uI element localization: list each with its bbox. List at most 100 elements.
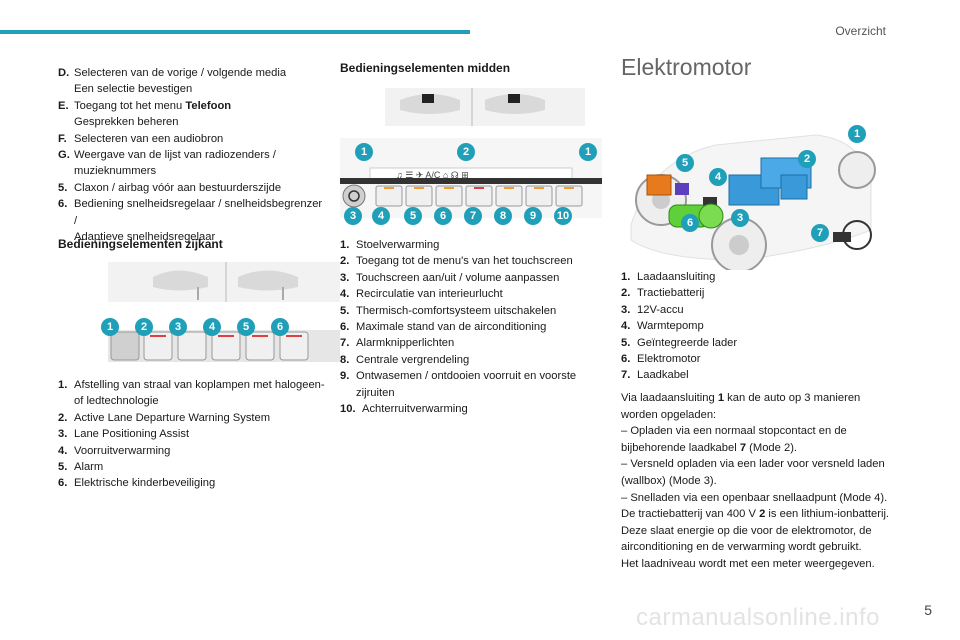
callout-badge: 10 xyxy=(554,207,572,225)
item-text: Lane Positioning Assist xyxy=(74,428,190,441)
callout-badge: 4 xyxy=(372,207,390,225)
callout-badge: 4 xyxy=(709,168,727,186)
callout-badge: 2 xyxy=(135,318,153,336)
center-control-item: 2. Toegang tot de menu's van het touchscr… xyxy=(340,253,602,269)
steering-control-item: D.Selecteren van de vorige / volgende me… xyxy=(58,65,326,98)
item-key: 3. xyxy=(58,428,68,441)
item-text: Thermisch-comfortsysteem uitschakelen xyxy=(356,304,557,317)
item-key: 10. xyxy=(340,403,356,416)
item-key: 5. xyxy=(621,336,631,349)
item-text: Claxon / airbag vóór aan bestuurderszijd… xyxy=(74,181,282,194)
item-key: 2. xyxy=(58,411,68,424)
item-text: Afstelling van straal van koplampen met … xyxy=(74,379,325,408)
motor-paragraph: – Versneld opladen via een lader voor ve… xyxy=(621,458,885,487)
item-key: 1. xyxy=(621,271,631,283)
item-key: 7. xyxy=(621,369,631,382)
item-key: 4. xyxy=(621,320,631,333)
callout-badge: 5 xyxy=(404,207,422,225)
center-control-item: 3.Touchscreen aan/uit / volume aanpassen xyxy=(340,270,602,286)
item-text: Stoelverwarming xyxy=(356,239,440,251)
center-control-item: 6.Maximale stand van de airconditioning xyxy=(340,319,602,335)
item-text: Selecteren van een audiobron xyxy=(74,132,224,145)
side-controls-list: 1. Afstelling van straal van koplampen me… xyxy=(58,377,326,492)
charging-cable xyxy=(833,220,872,250)
side-control-item: 3. Lane Positioning Assist xyxy=(58,426,326,442)
center-control-item: 5. Thermisch-comfortsysteem uitschakelen xyxy=(340,303,602,319)
callout-badge: 2 xyxy=(457,143,475,161)
center-control-item: 8.Centrale vergrendeling xyxy=(340,352,602,368)
center-control-item: 1. Stoelverwarming xyxy=(340,237,602,253)
item-key: 5. xyxy=(58,181,68,194)
switch-panel xyxy=(108,330,340,362)
item-text: Laadkabel xyxy=(637,369,689,382)
callout-badge: 6 xyxy=(681,214,699,232)
item-text: Maximale stand van de airconditioning xyxy=(356,321,547,334)
steering-wheel-icon xyxy=(153,270,298,300)
item-text: Toegang tot de menu's van het touchscree… xyxy=(356,255,573,268)
center-control-item: 10.Achterruitverwarming xyxy=(340,401,602,417)
callout-badge: 5 xyxy=(237,318,255,336)
item-text: Weergave van de lijst van radiozenders /… xyxy=(74,149,276,178)
item-text: Geïntegreerde lader xyxy=(637,336,738,349)
center-controls-title: Bedieningselementen midden xyxy=(340,61,511,75)
side-control-item: 4.Voorruitverwarming xyxy=(58,443,326,459)
motor-component-item: 2.Tractiebatterij xyxy=(621,285,893,301)
side-control-item: 5.Alarm xyxy=(58,459,326,475)
callout-badge: 8 xyxy=(494,207,512,225)
item-key: E. xyxy=(58,99,69,112)
item-text: Alarmknipperlichten xyxy=(356,337,455,350)
motor-component-item: 3.12V-accu xyxy=(621,302,893,318)
item-key: 5. xyxy=(340,304,350,317)
item-key: G. xyxy=(58,149,70,162)
side-controls-title: Bedieningselementen zijkant xyxy=(58,237,223,251)
item-key: 2. xyxy=(340,255,350,268)
motor-description: Via laadaansluiting 1 kan de auto op 3 m… xyxy=(621,390,891,573)
callout-badge: 7 xyxy=(811,224,829,242)
motor-paragraph: De tractiebatterij van 400 V 2 is een li… xyxy=(621,508,890,554)
callout-badge: 1 xyxy=(579,143,597,161)
center-controls-list: 1. Stoelverwarming 2. Toegang tot de menu's… xyxy=(340,237,602,417)
item-text: Elektrische kinderbeveiliging xyxy=(74,477,216,490)
traction-battery xyxy=(728,157,812,206)
motor-paragraph: Via laadaansluiting 1 kan de auto op 3 m… xyxy=(621,392,861,421)
item-key: 1. xyxy=(58,379,68,391)
header-accent-bar xyxy=(0,30,470,34)
item-key: 8. xyxy=(340,353,350,366)
item-text: Ontwasemen / ontdooien voorruit en voors… xyxy=(356,370,577,399)
callout-badge: 6 xyxy=(271,318,289,336)
item-key: 7. xyxy=(340,337,350,350)
steering-control-item: 5. Claxon / airbag vóór aan bestuurderszi… xyxy=(58,180,326,196)
item-key: D. xyxy=(58,67,70,79)
item-text: Laadaansluiting xyxy=(637,271,716,283)
motor-component-item: 4.Warmtepomp xyxy=(621,318,893,334)
side-control-item: 2.Active Lane Departure Warning System xyxy=(58,410,326,426)
item-key: 3. xyxy=(621,303,631,316)
item-text: Bediening snelheidsregelaar / snelheidsb… xyxy=(74,198,323,244)
item-text: Touchscreen aan/uit / volume aanpassen xyxy=(356,271,560,284)
item-key: 2. xyxy=(621,287,631,300)
callout-badge: 2 xyxy=(798,150,816,168)
item-text: Voorruitverwarming xyxy=(74,444,171,457)
item-text: Recirculatie van interieurlucht xyxy=(356,288,503,301)
steering-control-item: G. Weergave van de lijst van radiozenders… xyxy=(58,147,326,180)
motor-paragraph: – Opladen via een normaal stopcontact en… xyxy=(621,425,847,454)
callout-badge: 3 xyxy=(344,207,362,225)
callout-badge: 6 xyxy=(434,207,452,225)
item-key: 5. xyxy=(58,461,68,474)
item-key: 1. xyxy=(340,239,350,251)
heat-pump xyxy=(675,183,689,195)
center-control-item: 7. Alarmknipperlichten xyxy=(340,335,602,351)
callout-badge: 1 xyxy=(848,125,866,143)
motor-component-item: 7. Laadkabel xyxy=(621,367,893,383)
callout-badge: 1 xyxy=(101,318,119,336)
item-key: F. xyxy=(58,132,67,145)
side-control-item: 1. Afstelling van straal van koplampen me… xyxy=(58,377,326,410)
callout-badge: 3 xyxy=(731,209,749,227)
svg-text:♫ ☰ ✈ A/C ⌂ ☊ ⊞: ♫ ☰ ✈ A/C ⌂ ☊ ⊞ xyxy=(396,170,469,180)
side-controls-illustration xyxy=(108,262,340,362)
item-key: 4. xyxy=(340,288,350,301)
integrated-charger xyxy=(646,174,672,196)
motor-component-item: 1. Laadaansluiting xyxy=(621,269,893,285)
